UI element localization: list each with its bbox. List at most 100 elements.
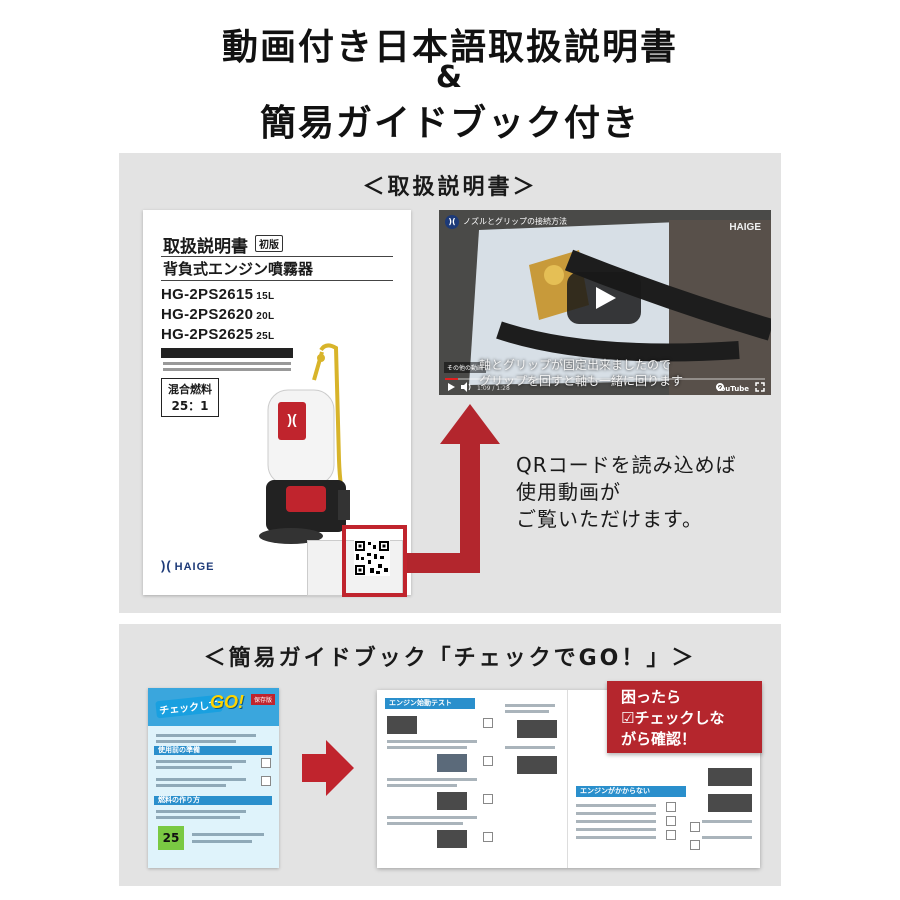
fullscreen-icon[interactable] [755, 382, 765, 392]
checkbox-icon [483, 832, 493, 842]
guide-text-line [576, 812, 656, 815]
guide-text-line [576, 820, 656, 823]
video-watermark-brand: HAIGE [729, 222, 761, 233]
qr-code-icon[interactable] [354, 540, 390, 576]
guide-cover-go: GO! [210, 692, 244, 712]
guide-text-line [702, 820, 752, 823]
guide-text-line [387, 822, 463, 825]
svg-text:)(: )( [287, 411, 297, 427]
guide-text-line [505, 746, 555, 749]
manual-warning-text [163, 362, 291, 365]
checkbox-icon [690, 840, 700, 850]
model-number: HG-2PS2615 [161, 286, 254, 303]
model-number: HG-2PS2625 [161, 326, 254, 343]
haige-logo-icon: )( [161, 558, 172, 573]
video-time: 1:09 / 1:28 [477, 385, 510, 392]
video-controls: 1:09 / 1:28 YouTube [439, 379, 771, 395]
guide-panel-title: ＜簡易ガイドブック「チェックでGO！」＞ [203, 646, 697, 671]
guide-text-line [156, 766, 232, 769]
guide-text-line [387, 816, 477, 819]
checkbox-icon [690, 822, 700, 832]
fuel-mix-box: 混合燃料 25：1 [161, 378, 219, 417]
guide-text-line [156, 734, 256, 737]
guide-photo [517, 756, 557, 774]
guide-text-line [156, 778, 246, 781]
guide-text-line [192, 833, 264, 836]
guide-photo [437, 830, 467, 848]
guide-cover-section: 燃料の作り方 [154, 796, 272, 805]
guide-text-line [156, 760, 246, 763]
guide-text-line [156, 740, 236, 743]
sprayer-image: )( [259, 343, 350, 544]
checkbox-icon [483, 756, 493, 766]
video-title[interactable]: ノズルとグリップの接続方法 [463, 217, 567, 226]
guide-photo [708, 794, 752, 812]
guide-photo [437, 754, 467, 772]
channel-logo-icon[interactable]: )( [445, 215, 459, 229]
volume-icon[interactable] [460, 382, 472, 392]
manual-warning-bar [161, 348, 293, 358]
model-capacity: 15L [256, 291, 275, 302]
guide-left-page: エンジン始動テスト [377, 690, 568, 868]
guide-text-line [156, 816, 240, 819]
qr-instruction-text: QRコードを読み込めば 使用動画が ご覧いただけます。 [516, 452, 737, 533]
play-button[interactable] [567, 272, 641, 324]
guide-text-line [387, 778, 477, 781]
guide-photo [517, 720, 557, 738]
youtube-logo[interactable]: YouTube [716, 385, 749, 393]
guide-photo [437, 792, 467, 810]
guide-text-line [576, 804, 656, 807]
checkbox-icon [666, 802, 676, 812]
gear-icon[interactable] [715, 382, 725, 392]
more-videos-chip[interactable]: その他の動画 [444, 362, 487, 373]
checkbox-icon [483, 718, 493, 728]
checkbox-icon [483, 794, 493, 804]
guide-cover-tag: 保存版 [250, 694, 275, 705]
video-player[interactable]: )( ノズルとグリップの接続方法 HAIGE その他の動画 軸とグリップが固定出… [439, 210, 771, 395]
headline-line1: 動画付き日本語取扱説明書 [221, 27, 678, 68]
callout-line: ☑チェックしな [621, 709, 725, 727]
guide-text-line [387, 740, 477, 743]
qr-note-line: ご覧いただけます。 [516, 507, 703, 531]
guide-cover-section: 使用前の準備 [154, 746, 272, 755]
arrow-right-icon [302, 740, 354, 796]
manual-panel-title: ＜取扱説明書＞ [362, 175, 538, 200]
guide-spread-heading: エンジン始動テスト [385, 698, 475, 709]
trouble-callout: 困ったら ☑チェックしな がら確認！ [607, 681, 762, 753]
manual-divider [161, 280, 393, 281]
manual-title: 取扱説明書 [163, 237, 248, 257]
fuel-mix-ratio: 25：1 [171, 399, 209, 413]
model-number: HG-2PS2620 [161, 306, 254, 323]
guide-text-line [576, 836, 656, 839]
checkbox-icon [261, 758, 271, 768]
guide-spread-heading: エンジンがかからない [576, 786, 686, 797]
manual-edition-badge: 初版 [255, 235, 283, 252]
checkbox-icon [666, 830, 676, 840]
guide-text-line [387, 784, 457, 787]
manual-brand: )(HAIGE [161, 558, 215, 573]
guide-text-line [156, 810, 246, 813]
video-progress-bar[interactable] [445, 378, 765, 380]
checkbox-icon [666, 816, 676, 826]
manual-brand-name: HAIGE [174, 561, 215, 573]
guide-photo [708, 768, 752, 786]
checkbox-icon [261, 776, 271, 786]
qr-note-line: 使用動画が [516, 480, 621, 504]
headline-ampersand: & [435, 60, 465, 95]
model-capacity: 25L [256, 331, 275, 342]
guide-text-line [387, 746, 467, 749]
guide-text-line [505, 704, 555, 707]
fuel-ratio-badge: 25 [158, 826, 184, 850]
guide-text-line [156, 784, 226, 787]
callout-line: がら確認！ [621, 730, 697, 748]
qr-highlight-frame [342, 525, 407, 597]
model-capacity: 20L [256, 311, 275, 322]
play-small-icon[interactable] [446, 382, 456, 392]
callout-line: 困ったら [621, 688, 682, 706]
headline-line3: 簡易ガイドブック付き [259, 103, 640, 144]
manual-divider [161, 256, 393, 257]
video-progress-fill [445, 378, 458, 380]
